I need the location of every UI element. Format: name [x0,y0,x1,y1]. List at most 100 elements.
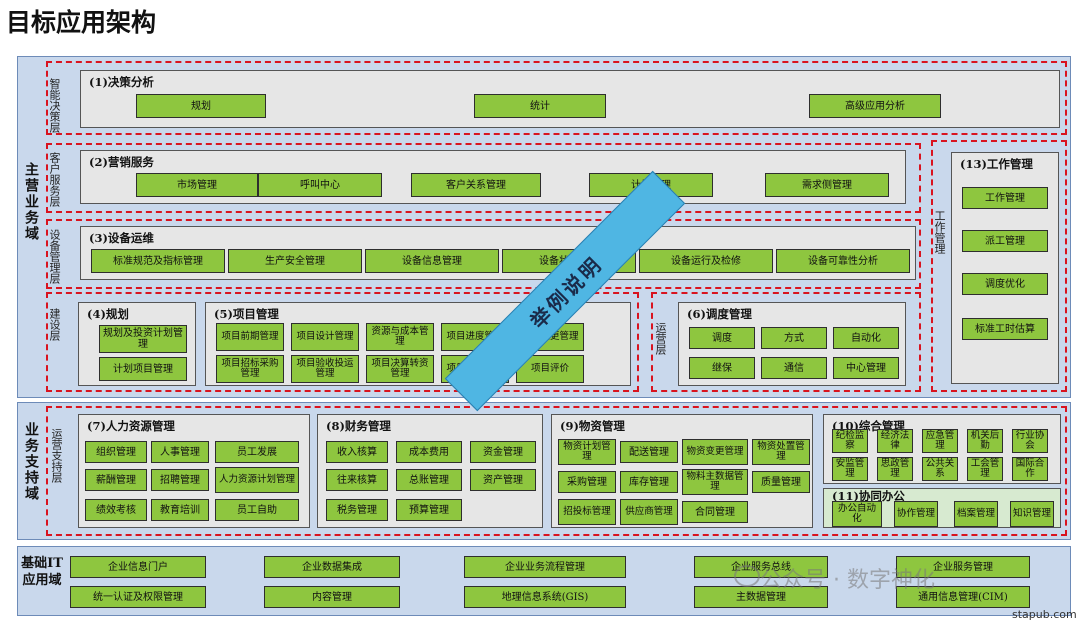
box-delivery: 配送管理 [620,441,678,463]
box-standards: 标准规范及指标管理 [91,249,225,273]
box-discipline: 纪检监察 [832,429,868,453]
equipment-layer-label: 设备管理层 [48,229,61,284]
box-asset-mgmt: 资产管理 [470,469,536,491]
box-contract: 合同管理 [682,501,748,523]
section-hr: (7)人力资源管理 组织管理 人事管理 员工发展 薪酬管理 招聘管理 人力资源计… [78,414,310,528]
section-marketing: (2)营销服务 市场管理 呼叫中心 客户关系管理 计量管理 需求侧管理 [80,150,906,204]
section-dispatch: (6)调度管理 调度 方式 自动化 继保 通信 中心管理 [678,302,906,386]
section-title: (7)人力资源管理 [87,419,175,433]
section-title: (13)工作管理 [960,157,1033,171]
box-gis: 地理信息系统(GIS) [464,586,626,608]
box-statistics: 统计 [474,94,606,118]
box-data-integration: 企业数据集成 [264,556,400,578]
box-procurement: 采购管理 [558,471,616,493]
box-training: 教育培训 [151,499,209,521]
box-cost: 成本费用 [396,441,462,463]
box-auth: 统一认证及权限管理 [70,586,206,608]
equipment-layer [46,219,921,289]
box-equip-info: 设备信息管理 [365,249,499,273]
section-title: (8)财务管理 [326,419,391,433]
box-advanced-analysis: 高级应用分析 [809,94,941,118]
box-transaction: 往来核算 [326,469,388,491]
box-material-change: 物资变更管理 [682,439,748,465]
box-association: 行业协会 [1012,429,1048,453]
work-layer [931,140,1067,392]
work-layer-label: 工作管理 [933,210,946,254]
construction-layer [46,292,639,392]
box-equip-reliability: 设备可靠性分析 [776,249,910,273]
decision-layer [46,61,1067,135]
ops-support-layer [46,406,1067,536]
box-material-master: 物料主数据管理 [682,469,748,495]
box-plan-project: 计划项目管理 [99,357,187,381]
box-law: 经济法律 [877,429,913,453]
box-inventory: 库存管理 [620,471,678,493]
customer-layer [46,143,921,213]
box-service-mgmt: 企业服务管理 [896,556,1030,578]
box-market-mgmt: 市场管理 [136,173,258,197]
box-public-relations: 公共关系 [922,457,958,481]
wechat-icon [734,565,760,587]
ops-support-layer-label: 运营支持层 [50,428,63,483]
box-material-disposal: 物资处置管理 [752,439,810,465]
box-salary-mgmt: 薪酬管理 [85,469,147,491]
box-hr-plan: 人力资源计划管理 [215,467,299,493]
box-logistics: 机关后勤 [967,429,1003,453]
box-planning: 规划 [136,94,266,118]
box-supplier: 供应商管理 [620,499,678,525]
section-equipment: (3)设备运维 标准规范及指标管理 生产安全管理 设备信息管理 设备状态监测 设… [80,226,916,280]
box-bidding: 招投标管理 [558,499,616,525]
box-content-mgmt: 内容管理 [264,586,400,608]
section-general: (10)综合管理 纪检监察 经济法律 应急管理 机关后勤 行业协会 安监管理 思… [823,414,1061,484]
section-title: (5)项目管理 [214,307,279,321]
section-finance: (8)财务管理 收入核算 成本费用 资金管理 往来核算 总账管理 资产管理 税务… [317,414,543,528]
box-quality: 质量管理 [752,471,810,493]
box-tax-mgmt: 税务管理 [326,499,388,521]
section-title: (2)营销服务 [89,155,154,169]
box-crm: 客户关系管理 [411,173,541,197]
box-automation: 自动化 [833,327,899,349]
section-collaboration: (11)协同办公 办公自动化 协作管理 档案管理 知识管理 [823,488,1061,528]
box-demand-side: 需求侧管理 [765,173,889,197]
operation-layer-label: 运营层 [654,322,667,355]
box-performance: 绩效考核 [85,499,147,521]
section-title: (3)设备运维 [89,231,154,245]
box-cim: 通用信息管理(CIM) [896,586,1030,608]
section-title: (6)调度管理 [687,307,752,321]
box-political: 思政管理 [877,457,913,481]
support-domain-label: 业务支持域 [23,422,39,502]
box-center-mgmt: 中心管理 [833,357,899,379]
box-master-data: 主数据管理 [694,586,828,608]
box-investment-plan: 规划及投资计划管理 [99,325,187,353]
box-esb: 企业服务总线 [694,556,828,578]
box-income-accounting: 收入核算 [326,441,388,463]
box-cooperation: 协作管理 [894,501,938,527]
box-knowledge: 知识管理 [1010,501,1054,527]
box-bpm: 企业业务流程管理 [464,556,626,578]
box-union: 工会管理 [967,457,1003,481]
box-portal: 企业信息门户 [70,556,206,578]
box-safety: 生产安全管理 [228,249,362,273]
box-emergency: 应急管理 [922,429,958,453]
operation-layer [651,292,921,392]
box-material-plan: 物资计划管理 [558,439,616,465]
box-dispatch: 调度 [689,327,755,349]
box-org-mgmt: 组织管理 [85,441,147,463]
box-communication: 通信 [761,357,827,379]
box-personnel-mgmt: 人事管理 [151,441,209,463]
box-mode: 方式 [761,327,827,349]
box-equip-maintenance: 设备运行及检修 [639,249,773,273]
section-title: (11)协同办公 [832,489,905,503]
it-domain-label: 基础IT应用域 [21,556,63,588]
box-recruitment: 招聘管理 [151,469,209,491]
box-project-resource: 资源与成本管理 [366,323,434,351]
box-self-service: 员工自助 [215,499,299,521]
box-standard-hours: 标准工时估算 [962,318,1048,340]
box-schedule-opt: 调度优化 [962,273,1048,295]
box-office-automation: 办公自动化 [832,501,882,527]
box-fund-mgmt: 资金管理 [470,441,536,463]
box-project-settlement: 项目决算转资管理 [366,355,434,383]
main-domain-label: 主营业务域 [23,162,39,242]
section-work-mgmt: (13)工作管理 工作管理 派工管理 调度优化 标准工时估算 [951,152,1059,384]
box-dispatch-work: 派工管理 [962,230,1048,252]
